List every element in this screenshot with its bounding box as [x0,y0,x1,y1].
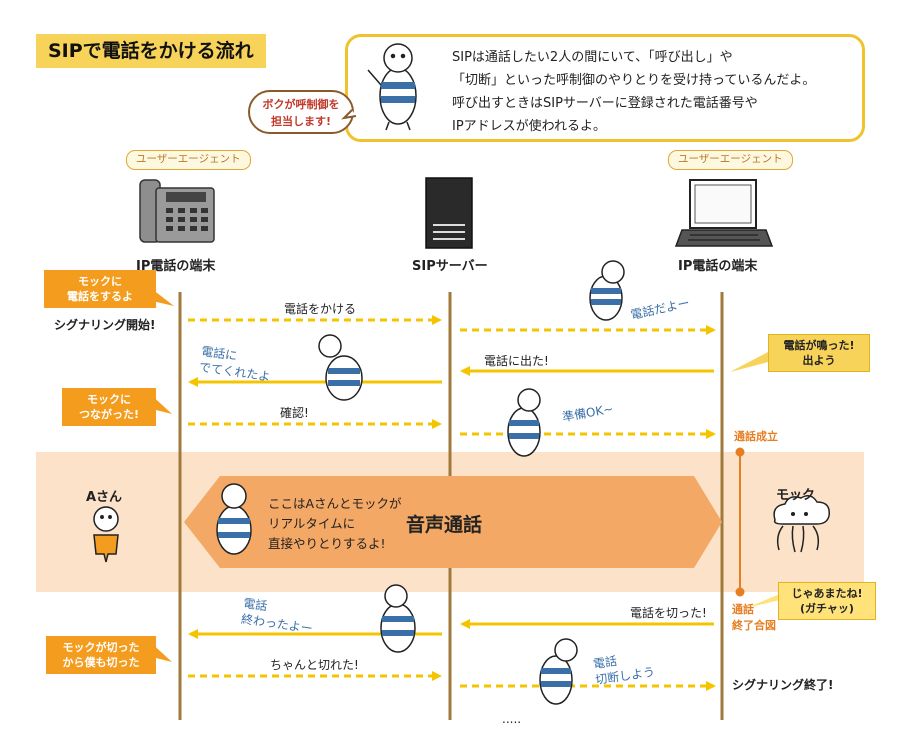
call-established-label: 通話成立 [734,430,778,443]
mock-cloud-icon [773,495,830,553]
callout-connected: モックに つながった! [62,388,156,426]
callout-line: じゃあまたね! [791,587,863,600]
call-duration-marker [735,447,745,597]
callout-calling-mock: モックに 電話をするよ [44,270,156,308]
callout-line: モックに [78,275,122,288]
user-agent-tag-left: ユーザーエージェント [126,150,251,170]
voice-line: ここはAさんとモックが [268,496,402,511]
callout-pointer [730,352,768,372]
message-call: 電話をかける [284,302,357,316]
label-line: 終了合図 [732,619,776,632]
callout-line: (ガチャッ) [800,602,854,615]
desk-phone-icon [139,179,215,243]
callout-line: 電話が鳴った! [783,339,855,352]
mock-label: モック [776,488,816,503]
message-cut-ok: ちゃんと切れた! [270,658,359,672]
voice-line: リアルタイムに [268,516,356,531]
callout-pointer [746,594,780,608]
explanation-line: 呼び出すときはSIPサーバーに登録された電話番号や [452,96,758,111]
polar-bear-icon [539,638,578,705]
polar-bear-icon [216,483,252,555]
call-end-signal-label: 通話 終了合図 [732,602,776,634]
explanation-line: 「切断」といった呼制御のやりとりを受け持っているんだよ。 [452,73,816,88]
bubble-line: 担当します! [270,115,332,128]
callout-line: モックが切った [62,641,140,654]
polar-bear-icon [380,584,416,653]
signaling-end-label: シグナリング終了! [732,678,834,692]
continuation-dots: ..... [502,712,522,726]
voice-call-label: 音声通話 [406,514,483,536]
user-agent-tag-right: ユーザーエージェント [668,150,793,170]
voice-call-arrow [184,476,722,568]
explanation-line: SIPは通話したい2人の間にいて、「呼び出し」や [452,50,733,65]
callout-bye: じゃあまたね! (ガチャッ) [778,582,876,620]
message-confirm: 確認! [280,406,309,420]
page-title: SIPで電話をかける流れ [36,34,266,68]
explanation-line: IPアドレスが使われるよ。 [452,119,607,134]
polar-bear-icon [589,260,625,321]
callout-line: 出よう [802,354,836,367]
message-hung-up: 電話を切った! [630,606,707,620]
explanation-speech-box [345,34,865,142]
callout-line: 電話をするよ [67,290,133,303]
laptop-icon [674,179,774,247]
polar-bear-icon [507,388,541,457]
bubble-line: ボクが呼制御を [262,98,340,111]
callout-ring-answer: 電話が鳴った! 出よう [768,334,870,372]
mascot-speech-bubble: ボクが呼制御を 担当します! [248,90,354,134]
right-node-name: IP電話の端末 [678,259,758,274]
person-a-label: Aさん [86,490,123,505]
voice-call-description: ここはAさんとモックが リアルタイムに 直接やりとりするよ! [268,494,402,554]
callout-line: モックに [87,393,131,406]
signaling-start-label: シグナリング開始! [54,318,156,332]
polar-bear-icon [318,334,363,401]
sip-server-icon [425,177,473,249]
person-a-icon [93,506,119,563]
polar-bear-mascot-icon [367,43,417,131]
label-line: 通話 [732,603,754,616]
voice-line: 直接やりとりするよ! [268,536,386,551]
explanation-text: SIPは通話したい2人の間にいて、「呼び出し」や 「切断」といった呼制御のやりと… [452,46,862,138]
callout-mock-hung-up: モックが切った から僕も切った [46,636,156,674]
message-answered: 電話に出た! [484,354,549,368]
callout-line: つながった! [78,408,140,421]
center-node-name: SIPサーバー [412,259,488,274]
callout-line: から僕も切った [62,656,140,669]
